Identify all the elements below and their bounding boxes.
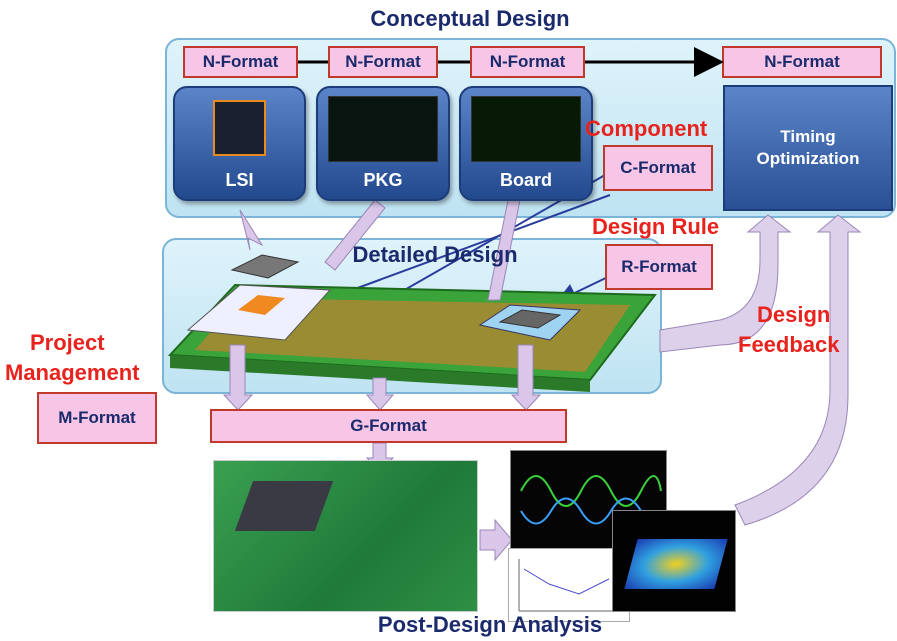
pkg-layout-image xyxy=(328,96,438,162)
n-format-box-2: N-Format xyxy=(328,46,438,78)
n-format-box-3: N-Format xyxy=(470,46,585,78)
management-label: Management xyxy=(5,360,140,385)
board-chip xyxy=(498,309,562,329)
analysis-right-arrow xyxy=(479,518,513,562)
detailed-design-title: Detailed Design xyxy=(352,242,518,267)
pkg-label: PKG xyxy=(363,170,403,190)
g-format-box: G-Format xyxy=(210,409,567,443)
frequency-plot xyxy=(518,559,624,612)
package-render xyxy=(234,481,334,531)
lsi-label: LSI xyxy=(225,170,254,190)
pkg-tile: PKG xyxy=(316,86,450,201)
m-format-box: M-Format xyxy=(37,392,157,444)
g-format-down-arrow-2 xyxy=(365,377,395,411)
design-feedback-label-2: Feedback xyxy=(738,332,840,357)
design-feedback-label-1: Design xyxy=(757,302,831,327)
pcb-3d-render-image xyxy=(213,460,478,612)
design-rule-label: Design Rule xyxy=(592,214,720,239)
r-format-box: R-Format xyxy=(605,244,713,290)
lsi-tile: LSI xyxy=(173,86,306,201)
pkg-down-arrow xyxy=(324,199,386,271)
c-format-box: C-Format xyxy=(603,145,713,191)
component-label: Component xyxy=(585,116,708,141)
lsi-chip-icon xyxy=(213,100,266,156)
g-format-down-arrow-3 xyxy=(510,344,542,411)
thermal-render xyxy=(624,539,728,589)
feedback-arrow-1 xyxy=(659,214,792,353)
n-format-box-1: N-Format xyxy=(183,46,298,78)
n-format-box-4: N-Format xyxy=(722,46,882,78)
pcb-board-edge xyxy=(170,355,590,392)
timing-line-1: Timing xyxy=(780,126,836,146)
board-tile: Board xyxy=(459,86,593,201)
feedback-arrow-2 xyxy=(734,214,862,526)
package-die xyxy=(238,295,285,315)
lsi-chip-top xyxy=(230,254,300,279)
conceptual-design-title: Conceptual Design xyxy=(370,6,570,31)
thermal-map-image xyxy=(612,510,736,612)
frequency-plot-image xyxy=(508,548,630,622)
timing-line-2: Optimization xyxy=(756,149,860,168)
project-label: Project xyxy=(30,330,105,355)
board-label: Board xyxy=(499,170,552,190)
lsi-down-arrow xyxy=(239,209,264,251)
post-design-analysis-title: Post-Design Analysis xyxy=(377,612,603,637)
board-layout-image xyxy=(471,96,581,162)
timing-optimization-box: Timing Optimization xyxy=(723,85,893,211)
g-format-down-arrow-1 xyxy=(222,344,254,411)
